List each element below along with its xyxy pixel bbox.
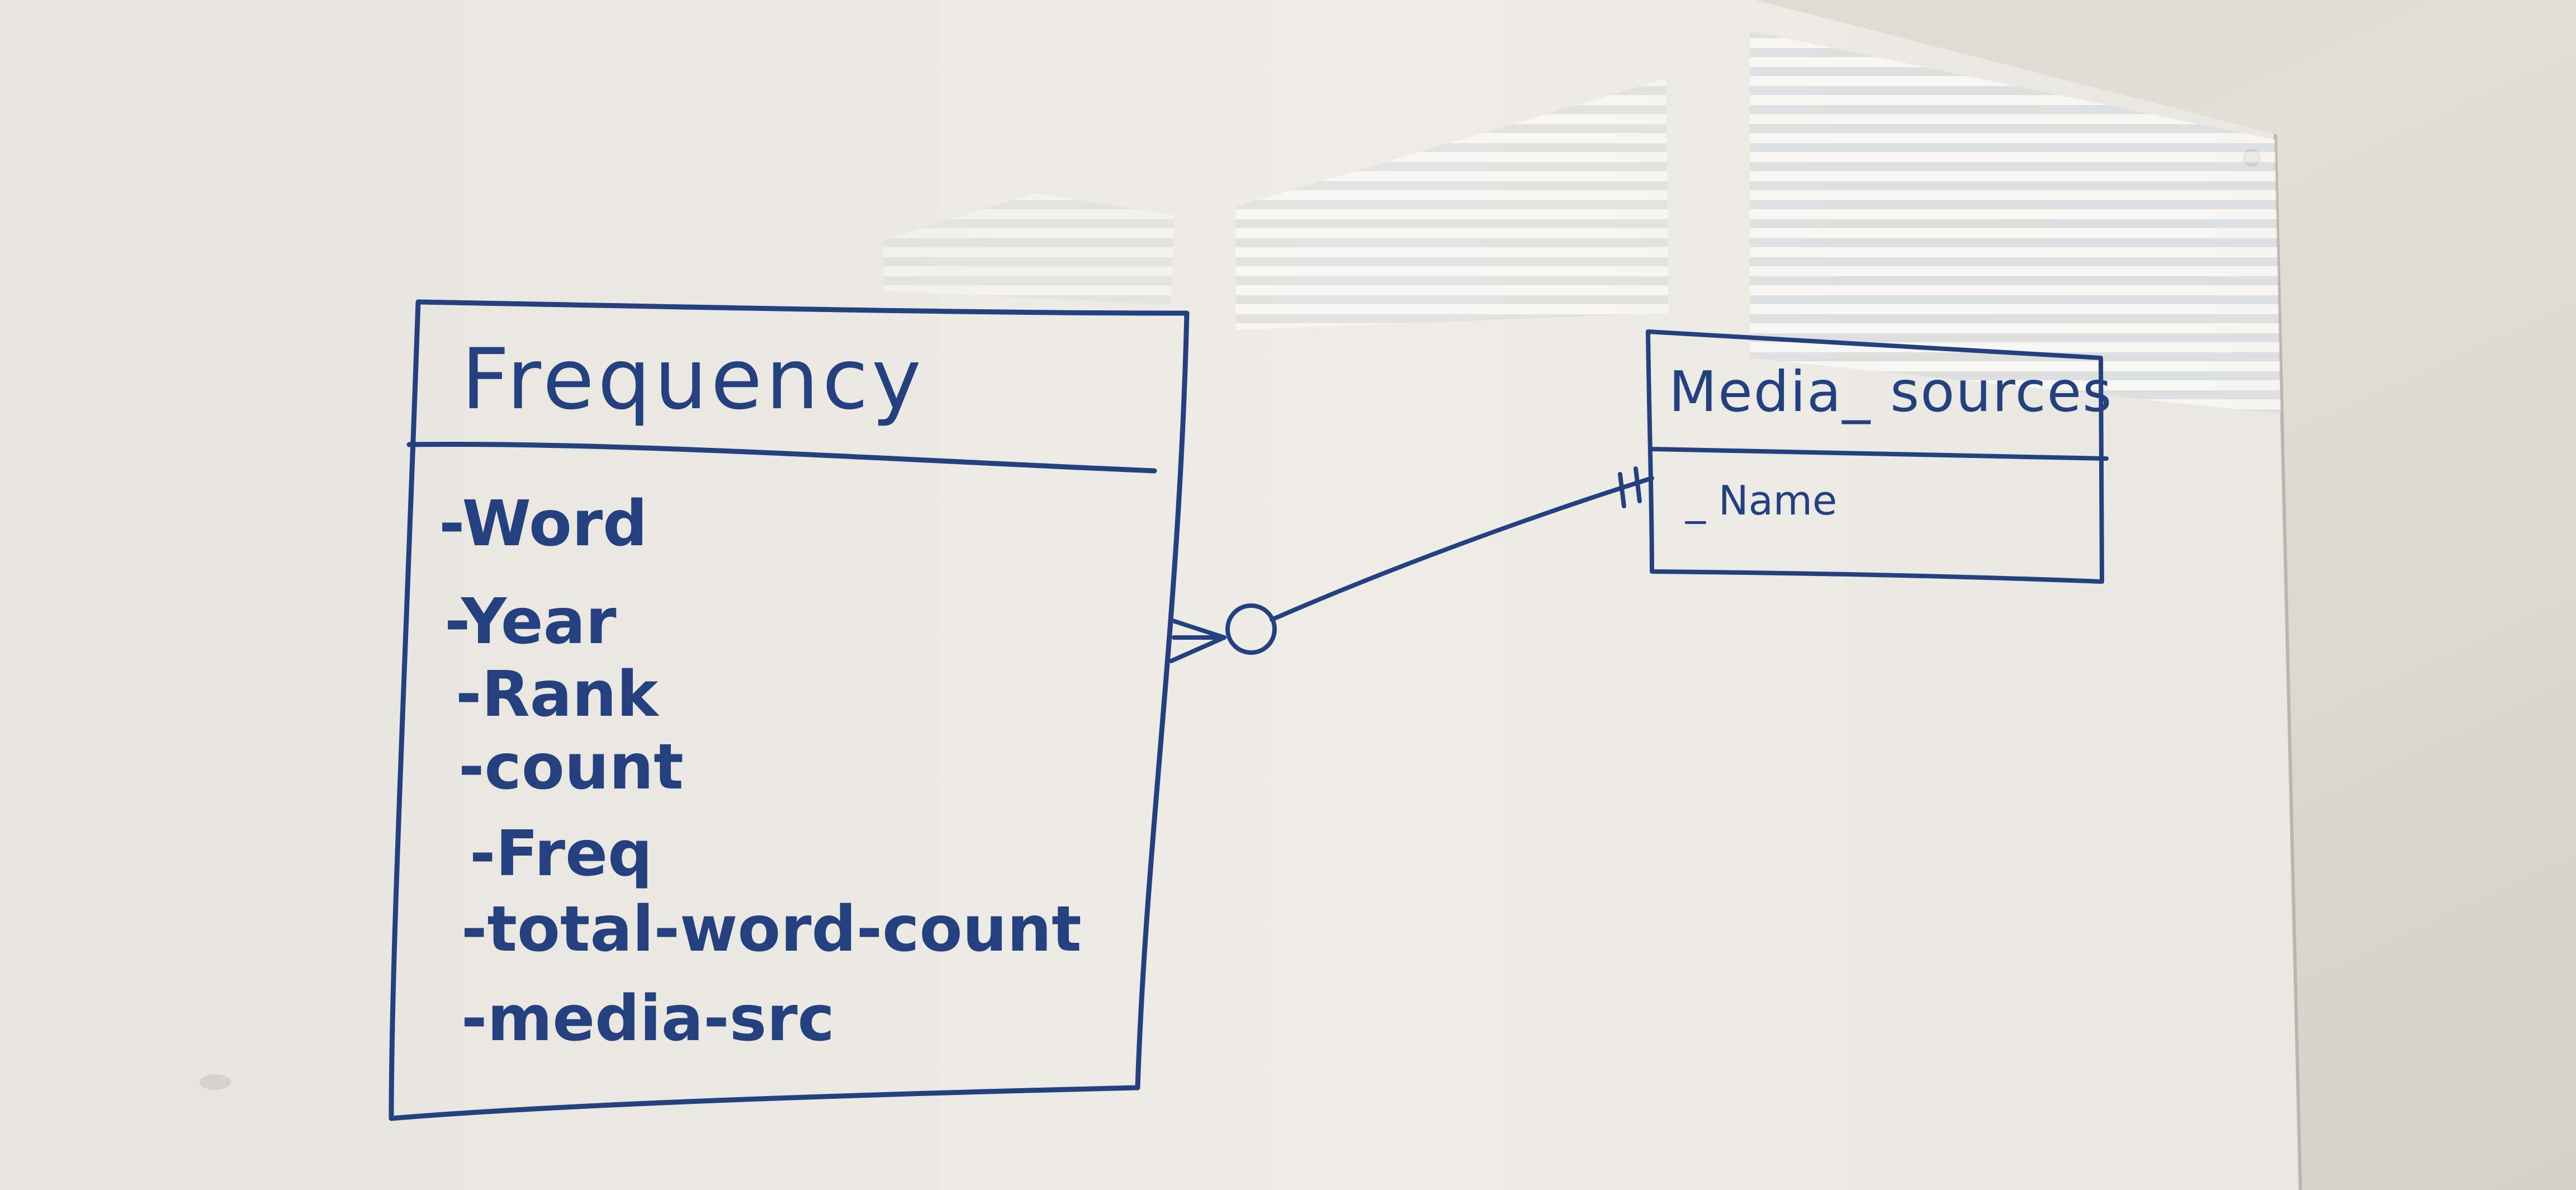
attribute-name: _ Name	[1685, 477, 1837, 524]
board-smudge	[200, 1074, 231, 1090]
relationship-connector	[1169, 466, 1654, 663]
relationship-line	[1270, 476, 1654, 622]
attribute-count: -count	[458, 731, 684, 804]
window-reflections	[883, 31, 2281, 414]
frequency-title: Frequency	[461, 331, 925, 428]
attribute-freq: -Freq	[470, 818, 652, 890]
whiteboard	[0, 0, 2300, 1190]
media-sources-title-divider	[1648, 447, 2109, 461]
media-sources-title: Media_ sources	[1669, 359, 2113, 424]
frequency-entity	[389, 299, 1190, 1121]
zero-optional-circle	[1225, 603, 1277, 655]
crows-foot-many	[1169, 618, 1227, 663]
one-mandatory-bars	[1618, 466, 1642, 508]
attribute-total-word-count: -total-word-count	[461, 893, 1082, 966]
attribute-media-src: -media-src	[461, 983, 835, 1055]
frequency-title-divider	[406, 441, 1157, 474]
attribute-rank: -Rank	[456, 658, 660, 731]
attribute-year: -Year	[444, 585, 617, 658]
frequency-attribute-list: -Word -Year -Rank -count -Freq -total-wo…	[439, 488, 1082, 1055]
whiteboard-edge	[2274, 134, 2302, 1190]
attribute-word: -Word	[439, 488, 647, 560]
media-sources-entity	[1646, 329, 2109, 584]
frequency-box-outline	[389, 299, 1190, 1121]
media-sources-box-outline	[1646, 329, 2104, 584]
